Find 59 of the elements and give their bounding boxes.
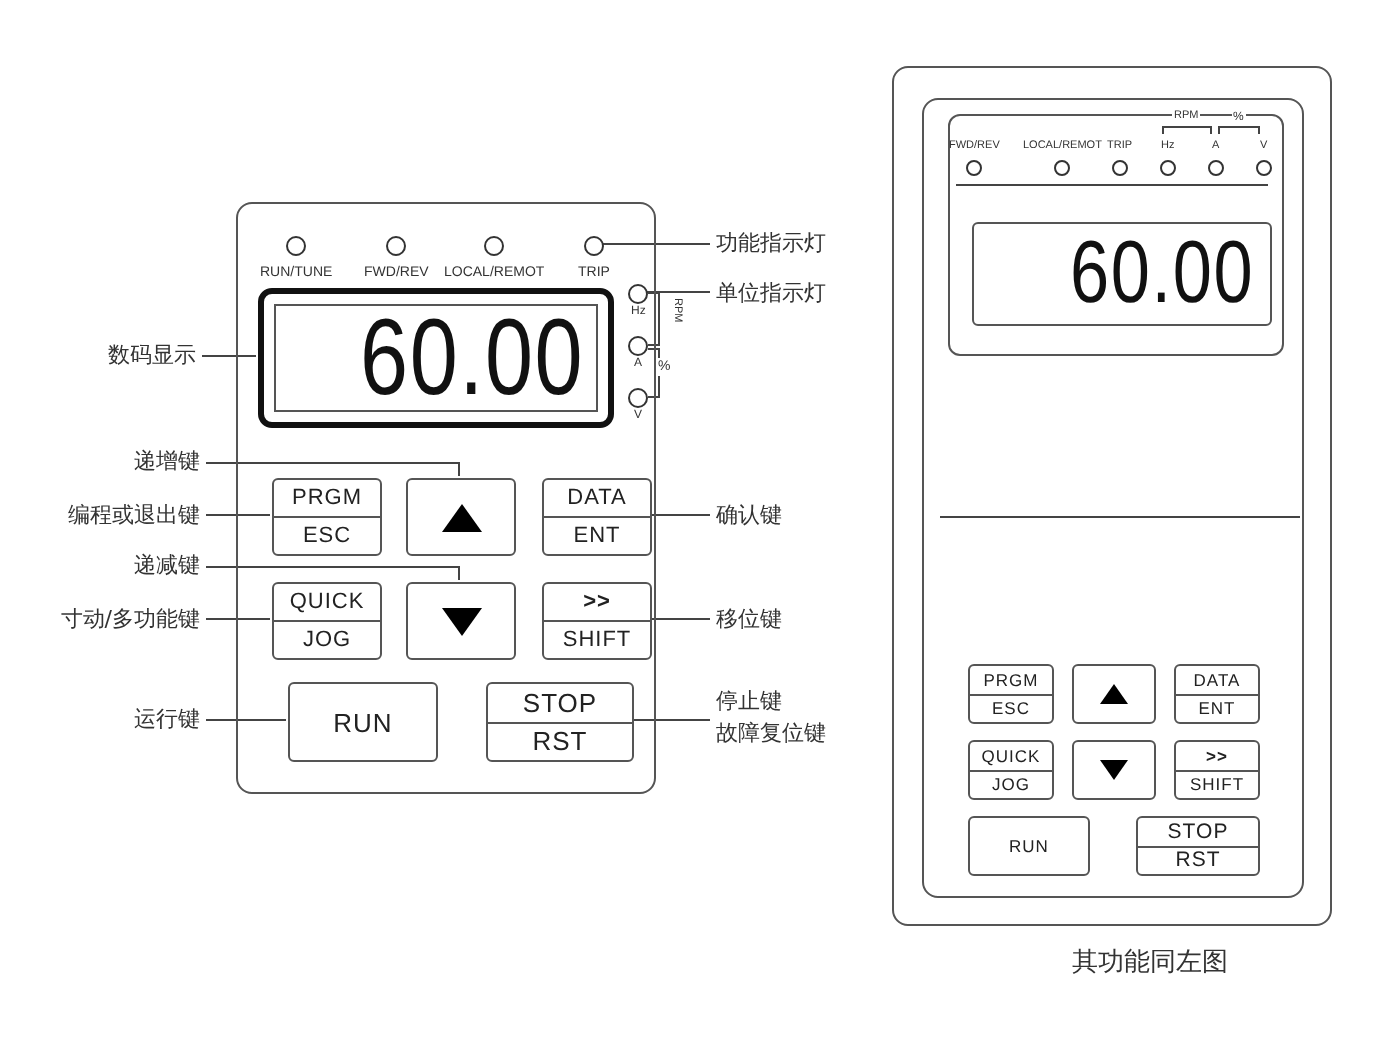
- indicator-led: [1160, 160, 1176, 176]
- indicator-led: [628, 336, 648, 356]
- indicator-led: [484, 236, 504, 256]
- callout-text: 移位键: [716, 604, 796, 636]
- callout-text: 功能指示灯: [716, 228, 840, 260]
- callout-text: 数码显示: [100, 340, 196, 372]
- indicator-led: [1208, 160, 1224, 176]
- key-button: >> SHIFT: [542, 582, 652, 660]
- callout-text: 故障复位键: [716, 718, 828, 750]
- leader-line: [631, 719, 711, 721]
- caption: 其功能同左图: [1070, 946, 1230, 980]
- key-button: PRGM ESC: [968, 664, 1054, 724]
- key-button: >> SHIFT: [1174, 740, 1260, 800]
- arrow-key: [406, 478, 516, 556]
- key-button: QUICK JOG: [968, 740, 1054, 800]
- indicator-led: [628, 388, 648, 408]
- lcd-display: 60.00: [972, 222, 1272, 326]
- key-button: DATA ENT: [542, 478, 652, 556]
- leader-line: [649, 618, 711, 620]
- indicator-led: [628, 284, 648, 304]
- leader-line: [649, 514, 711, 516]
- key-button: DATA ENT: [1174, 664, 1260, 724]
- keypad-panel: [236, 202, 656, 794]
- callout-text: 确认键: [716, 500, 796, 532]
- key-button: QUICK JOG: [272, 582, 382, 660]
- indicator-led: [966, 160, 982, 176]
- leader-line: [205, 514, 271, 516]
- arrow-key: [1072, 740, 1156, 800]
- leader-line: [601, 243, 711, 245]
- indicator-led: [584, 236, 604, 256]
- callout-text: 编程或退出键: [52, 500, 200, 532]
- callout-text: 单位指示灯: [716, 278, 840, 310]
- key-button: RUN: [968, 816, 1090, 876]
- callout-text: 递增键: [120, 446, 200, 478]
- device-housing: [892, 66, 1332, 926]
- leader-line: [205, 566, 460, 581]
- indicator-led: [286, 236, 306, 256]
- key-button: RUN: [288, 682, 438, 762]
- arrow-key: [406, 582, 516, 660]
- leader-line: [205, 719, 287, 721]
- leader-line: [201, 355, 257, 357]
- callout-text: 寸动/多功能键: [40, 604, 200, 636]
- leader-line: [645, 291, 711, 293]
- leader-line: [205, 618, 271, 620]
- display-frame: [948, 114, 1284, 356]
- indicator-led: [1256, 160, 1272, 176]
- key-button: STOP RST: [486, 682, 634, 762]
- lcd-display: 60.00: [258, 288, 614, 428]
- key-button: PRGM ESC: [272, 478, 382, 556]
- indicator-led: [1112, 160, 1128, 176]
- indicator-led: [1054, 160, 1070, 176]
- indicator-led: [386, 236, 406, 256]
- callout-text: 递减键: [120, 550, 200, 582]
- keypad-panel: [922, 98, 1304, 898]
- key-button: STOP RST: [1136, 816, 1260, 876]
- leader-line: [205, 462, 460, 477]
- callout-text: 运行键: [120, 704, 200, 736]
- callout-text: 停止键: [716, 686, 784, 718]
- arrow-key: [1072, 664, 1156, 724]
